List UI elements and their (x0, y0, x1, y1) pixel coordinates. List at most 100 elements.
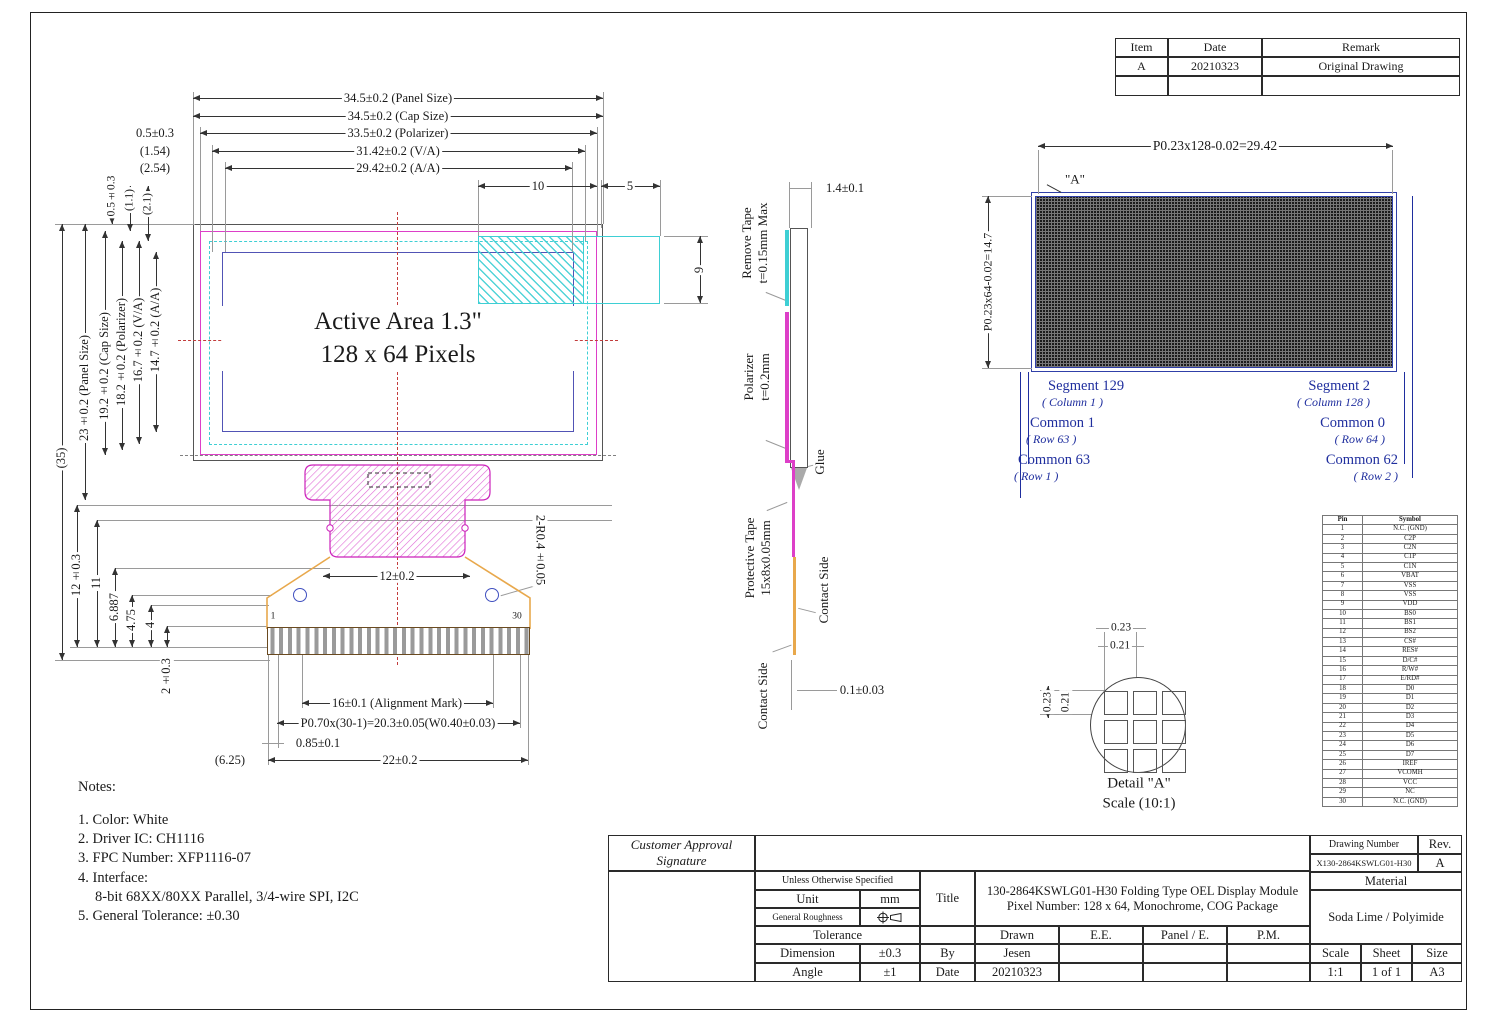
pin-table-header: Pin Symbol (1322, 514, 1458, 526)
note-item-continuation: 8-bit 68XX/80XX Parallel, 3/4-wire SPI, … (95, 888, 359, 905)
customer-approval-line1: Customer Approval (630, 837, 733, 853)
dim-11-label: 11 (89, 574, 104, 592)
revision-table: Item Date Remark A 20210323 Original Dra… (1115, 38, 1460, 96)
tb-unit-label: Unit (755, 890, 860, 908)
rev-date: 20210323 (1168, 57, 1262, 76)
customer-approval-cell: Customer Approval Signature (608, 835, 755, 871)
tb-drawing-number-label: Drawing Number (1310, 835, 1418, 854)
note-item: 2. Driver IC: CH1116 (78, 831, 205, 848)
tb-scale-value: 1:1 (1310, 963, 1361, 982)
dim-10-label: 10 (529, 178, 547, 194)
tb-ee-date (1059, 963, 1143, 982)
pixel-dim-height-label: P0.23x64-0.02=14.7 (980, 230, 995, 334)
dim-aa-height-label: 14.7±0.2 (A/A) (148, 285, 163, 375)
active-area-line1: Active Area 1.3" (222, 306, 574, 339)
common-62-text: Common 62 (1325, 452, 1398, 468)
pixel-grid-outer (1031, 192, 1397, 372)
tb-panel-e-value (1143, 944, 1227, 963)
protective-tape-shape (304, 464, 491, 558)
dim-5-label: 5 (624, 178, 636, 194)
active-area-line2: 128 x 64 Pixels (222, 338, 574, 371)
detail-a-grid (1104, 691, 1186, 773)
dim-panel-height-label: 23±0.2 (Panel Size) (77, 333, 92, 443)
rev-remark: Original Drawing (1262, 57, 1460, 76)
side-remove-tape-label-2: t=0.15mm Max (754, 200, 771, 286)
pixel-grid (1035, 196, 1393, 368)
rev-header-remark: Remark (1262, 38, 1460, 57)
tb-title-value: 130-2864KSWLG01-H30 Folding Type OEL Dis… (975, 871, 1310, 926)
tb-size-value: A3 (1412, 963, 1462, 982)
common-1-text: Common 1 (1030, 415, 1095, 431)
tb-blank-top (755, 835, 1310, 871)
dim-35 (59, 224, 65, 660)
notes: Notes: 1. Color: White 2. Driver IC: CH1… (78, 778, 359, 926)
tb-title-line2: Pixel Number: 128 x 64, Monochrome, COG … (1006, 898, 1279, 913)
alignment-hole-left (293, 588, 307, 602)
side-remove-tape-label-1: Remove Tape (738, 205, 755, 281)
polarizer-outline (209, 241, 588, 445)
tb-angle-value: ±1 (860, 963, 920, 982)
detail-a-scale: Scale (10:1) (1100, 795, 1178, 813)
tb-blank-mid (920, 926, 975, 944)
tb-roughness-label: General Roughness (755, 908, 860, 926)
tb-rev-label: Rev. (1418, 835, 1462, 854)
side-view-glass (790, 228, 808, 468)
note-item: 3. FPC Number: XFP1116-07 (78, 850, 251, 867)
common-63-sub: ( Row 1 ) (1014, 469, 1059, 483)
tb-pm-value (1227, 944, 1310, 963)
side-tape-label-1: Protective Tape (741, 515, 758, 601)
rev-empty-3 (1262, 76, 1460, 96)
pixel-corner-a-label: "A" (1062, 171, 1088, 188)
tb-material-value: Soda Lime / Polyimide (1310, 890, 1462, 944)
side-remove-tape-strip (785, 230, 789, 306)
side-dim-14-label: 1.4±0.1 (823, 180, 867, 196)
tb-drawn-label: Drawn (975, 926, 1059, 944)
tb-scale-label: Scale (1310, 944, 1361, 963)
tb-dimension-label: Dimension (755, 944, 860, 963)
segment-129-sub: ( Column 1 ) (1042, 395, 1103, 409)
dim-aa-width-label: 29.42±0.2 (A/A) (354, 160, 442, 176)
dim-625-label: (6.25) (212, 752, 248, 768)
dim-polarizer-height-label: 18.2±0.2 (Polarizer) (114, 295, 129, 409)
panel-outline (193, 224, 603, 461)
detail-a-circle (1090, 677, 1186, 773)
active-area-label: Active Area 1.3" 128 x 64 Pixels (222, 306, 574, 371)
connector-fingers (267, 627, 530, 655)
dim-rot-11-label: (1.1) (123, 186, 137, 214)
common-0-label: Common 0 ( Row 64 ) (1245, 415, 1385, 447)
title-block: Customer Approval Signature Unless Other… (608, 835, 1462, 982)
tb-ee-value (1059, 944, 1143, 963)
tb-ee-label: E.E. (1059, 926, 1143, 944)
tb-rev-value: A (1418, 854, 1462, 872)
fpc-outline-left (266, 556, 331, 629)
dim-254-label: (2.54) (137, 160, 173, 176)
segment-2-text: Segment 2 (1308, 378, 1370, 394)
dim-22-label: 22±0.2 (380, 752, 420, 768)
side-fpc-strip (793, 557, 796, 655)
rev-header-item: Item (1115, 38, 1168, 57)
segment-129-label: Segment 129 ( Column 1 ) (1042, 378, 1125, 410)
tb-sheet-value: 1 of 1 (1361, 963, 1412, 982)
tb-date-value: 20210323 (975, 963, 1059, 982)
dim-panel-width-label: 34.5±0.2 (Panel Size) (341, 90, 455, 106)
segment-129-text: Segment 129 (1048, 378, 1125, 394)
detail-a-title: Detail "A" (1105, 775, 1173, 793)
pin-header-symbol: Symbol (1362, 514, 1458, 526)
dim-cap-height-label: 19.2±0.2 (Cap Size) (97, 310, 112, 422)
pin-1-label: 1 (268, 611, 278, 623)
dim-rot-21-label: (2.1) (141, 190, 155, 218)
tb-drawing-number-value: X130-2864KSWLG01-H30 (1310, 854, 1418, 872)
